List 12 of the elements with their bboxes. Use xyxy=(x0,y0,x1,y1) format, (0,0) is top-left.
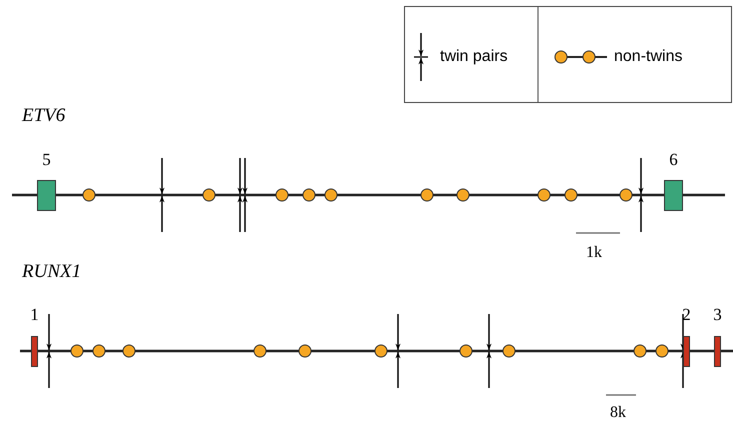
gene-backbone-line xyxy=(690,350,714,352)
scale-label: 1k xyxy=(586,244,602,262)
gene-name: ETV6 xyxy=(22,106,66,126)
gene-name: RUNX1 xyxy=(22,262,82,282)
exon-number: 3 xyxy=(712,306,723,324)
exon-number: 2 xyxy=(681,306,692,324)
legend-label: non-twins xyxy=(614,48,682,66)
exon-number: 5 xyxy=(41,151,52,169)
legend-label: twin pairs xyxy=(440,48,508,66)
exon-number: 6 xyxy=(668,151,679,169)
scale-label: 8k xyxy=(610,404,626,422)
exon-number: 1 xyxy=(29,306,40,324)
